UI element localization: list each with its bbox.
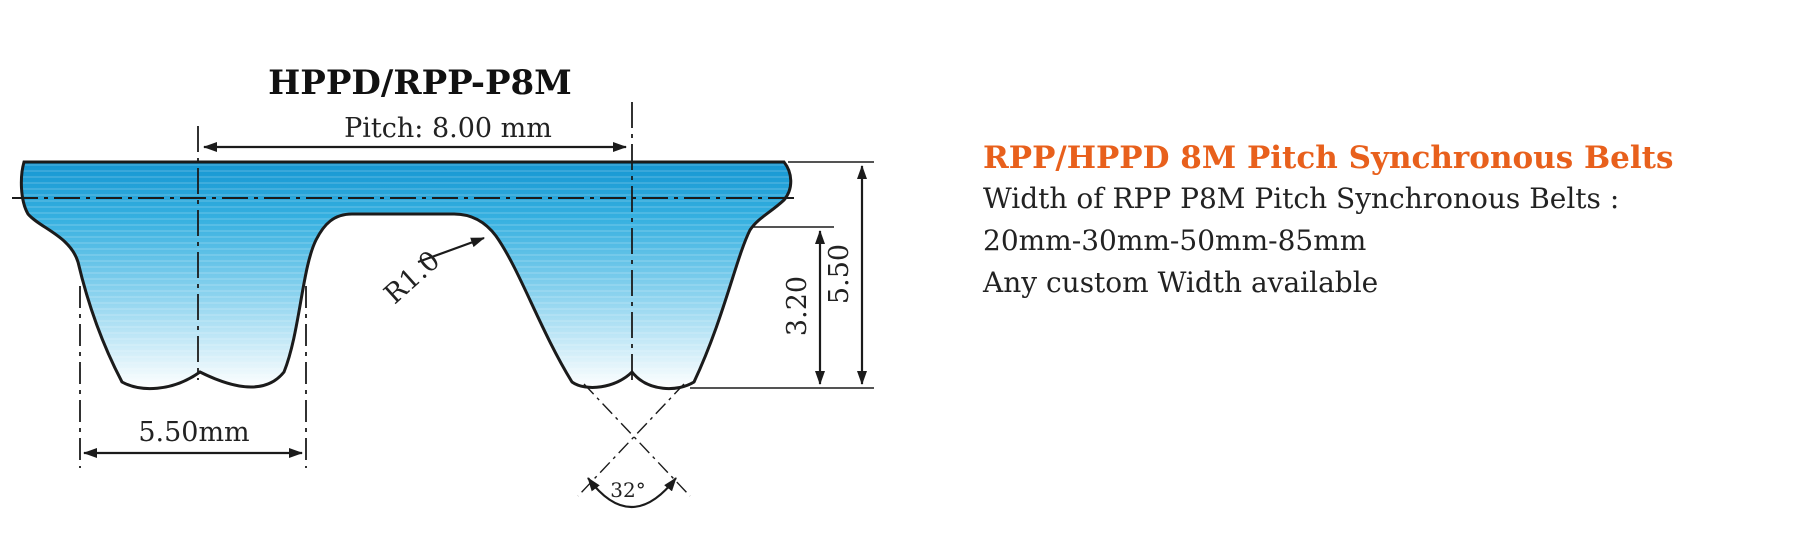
angle-arc — [587, 477, 677, 509]
diagram-title: HPPD/RPP-P8M — [268, 63, 572, 103]
radius-leader-arrow — [417, 236, 485, 264]
product-title: RPP/HPPD 8M Pitch Synchronous Belts — [983, 140, 1674, 176]
tooth-width-label: 5.50mm — [138, 417, 249, 448]
total-height-label: 5.50 — [824, 244, 855, 304]
custom-width-note: Any custom Width available — [983, 266, 1379, 299]
tooth-height-label: 3.20 — [782, 276, 813, 336]
width-options: 20mm-30mm-50mm-85mm — [983, 224, 1367, 257]
pitch-label: Pitch: 8.00 mm — [344, 113, 552, 144]
width-description: Width of RPP P8M Pitch Synchronous Belts… — [983, 182, 1620, 215]
product-info: RPP/HPPD 8M Pitch Synchronous Belts Widt… — [983, 138, 1803, 304]
belt-body — [19, 160, 793, 391]
angle-label: 32° — [610, 478, 645, 502]
